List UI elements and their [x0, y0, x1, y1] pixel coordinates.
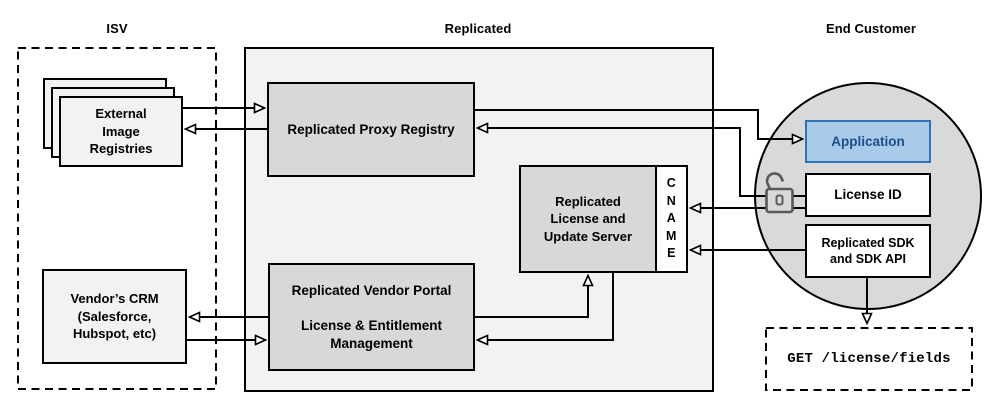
- external-registries-node: External Image Registries: [59, 96, 183, 167]
- external-registries-label: External Image Registries: [89, 106, 153, 157]
- get-license-fields-label: GET /license/fields: [787, 351, 951, 367]
- vendors-crm-label: Vendor’s CRM (Salesforce, Hubspot, etc): [70, 291, 159, 342]
- cname-label: C N A M E: [666, 176, 677, 261]
- get-license-fields-box: GET /license/fields: [766, 328, 972, 390]
- proxy-registry-node: Replicated Proxy Registry: [267, 82, 475, 177]
- license-id-node: License ID: [805, 173, 931, 217]
- vendor-portal-node: Replicated Vendor Portal License & Entit…: [268, 263, 475, 371]
- vendors-crm-node: Vendor’s CRM (Salesforce, Hubspot, etc): [42, 269, 187, 364]
- cname-node: C N A M E: [655, 165, 688, 273]
- license-id-label: License ID: [834, 187, 902, 203]
- application-label: Application: [831, 133, 905, 149]
- vendor-portal-label: Replicated Vendor Portal License & Entit…: [291, 283, 452, 351]
- replicated-sdk-label: Replicated SDK and SDK API: [821, 236, 915, 266]
- license-update-server-label: Replicated License and Update Server: [543, 193, 633, 244]
- license-update-server-node: Replicated License and Update Server: [519, 165, 657, 273]
- column-label-end-customer: End Customer: [825, 21, 917, 36]
- replicated-sdk-node: Replicated SDK and SDK API: [805, 224, 931, 278]
- application-node: Application: [805, 120, 931, 163]
- column-label-replicated: Replicated: [444, 21, 512, 36]
- proxy-registry-label: Replicated Proxy Registry: [287, 121, 455, 137]
- column-label-isv: ISV: [106, 21, 128, 36]
